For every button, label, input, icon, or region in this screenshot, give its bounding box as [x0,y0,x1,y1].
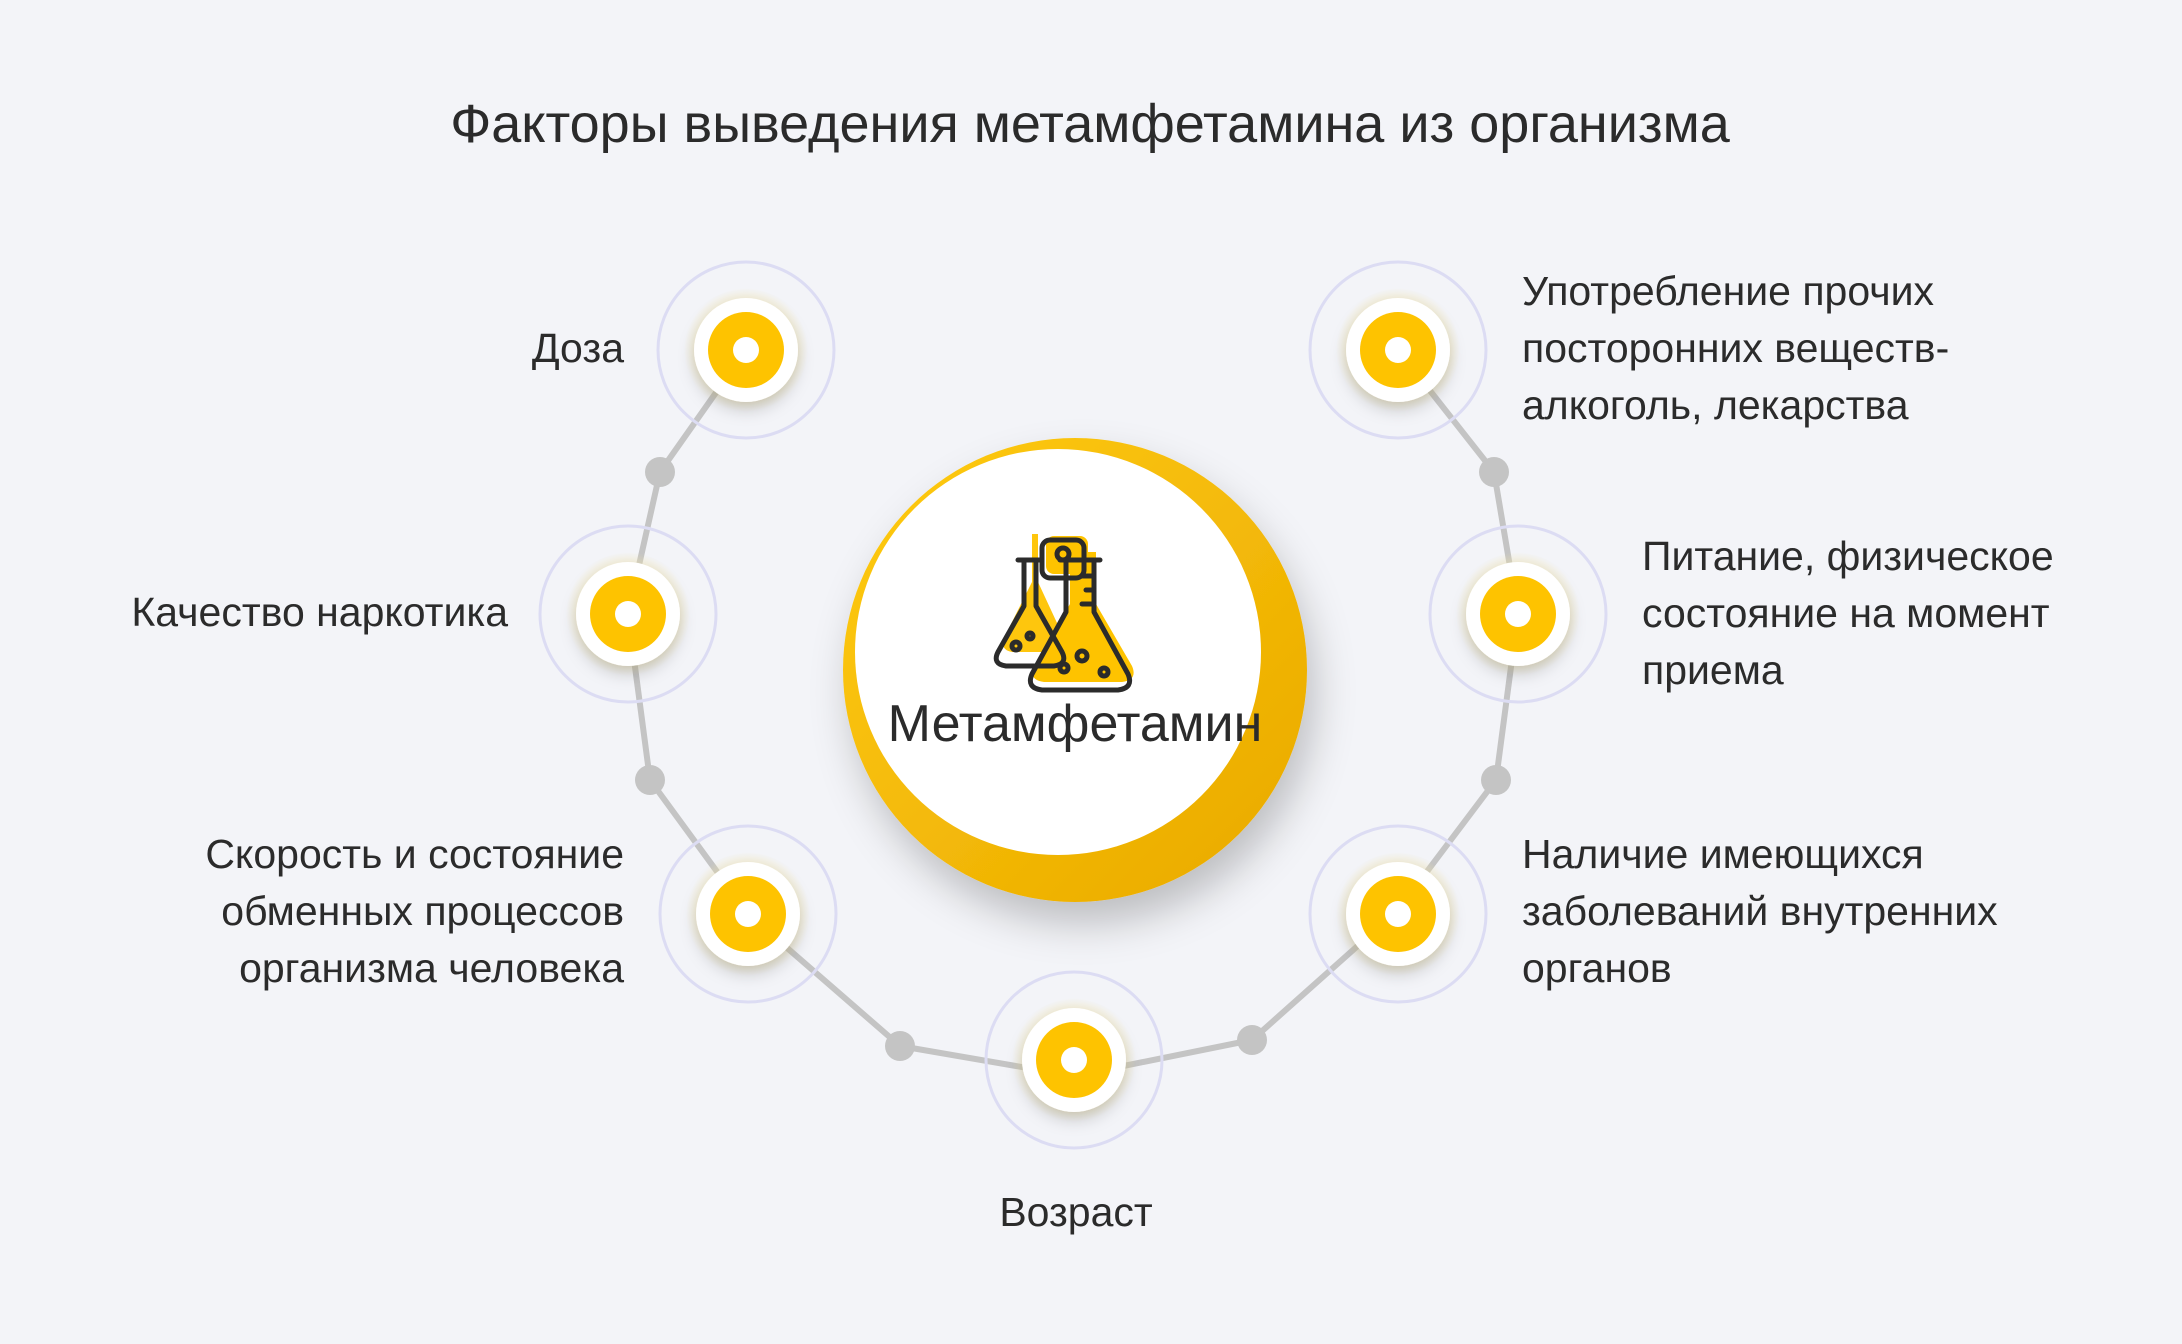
connector-dot [635,765,665,795]
factor-label-nutrition: Питание, физическое состояние на момент … [1642,533,2054,693]
label-line: Наличие имеющихся [1522,831,1924,877]
connector-dot [1481,765,1511,795]
flasks-icon [993,534,1134,693]
connector-dot [645,457,675,487]
label-line: Качество наркотика [131,589,508,635]
factor-node-drug-quality [538,524,718,704]
label-line: Скорость и состояние [205,831,624,877]
factor-label-age: Возраст [999,1189,1153,1235]
label-line: организма человека [239,945,624,991]
diagram-title: Факторы выведения метамфетамина из орган… [450,94,1731,154]
label-line: алкоголь, лекарства [1522,382,1909,428]
label-line: органов [1522,945,1672,991]
label-line: обменных процессов [221,888,624,934]
factor-label-organ-diseases: Наличие имеющихся заболеваний внутренних… [1522,831,1998,991]
label-line: Возраст [999,1189,1153,1235]
factor-label-drug-quality: Качество наркотика [131,589,508,635]
label-line: заболеваний внутренних [1522,888,1998,934]
factor-node-other-substances [1308,260,1488,440]
factor-label-metabolism: Скорость и состояние обменных процессов … [205,831,624,991]
connector-dot [1479,457,1509,487]
factor-label-other-substances: Употребление прочих посторонних веществ-… [1522,268,1949,428]
connector-dot [1237,1025,1267,1055]
center-label: Метамфетамин [888,695,1263,753]
label-line: состояние на момент [1642,590,2050,636]
factor-label-dose: Доза [532,325,624,371]
label-line: Доза [532,325,624,371]
factor-node-age [984,970,1164,1150]
factor-node-dose [656,260,836,440]
connector-dot [885,1031,915,1061]
label-line: посторонних веществ- [1522,325,1949,371]
connector-dots [635,457,1511,1061]
label-line: Употребление прочих [1522,268,1935,314]
factor-node-organ-diseases [1308,824,1488,1004]
label-line: приема [1642,647,1784,693]
label-line: Питание, физическое [1642,533,2054,579]
factor-node-nutrition [1428,524,1608,704]
factor-node-metabolism [658,824,838,1004]
